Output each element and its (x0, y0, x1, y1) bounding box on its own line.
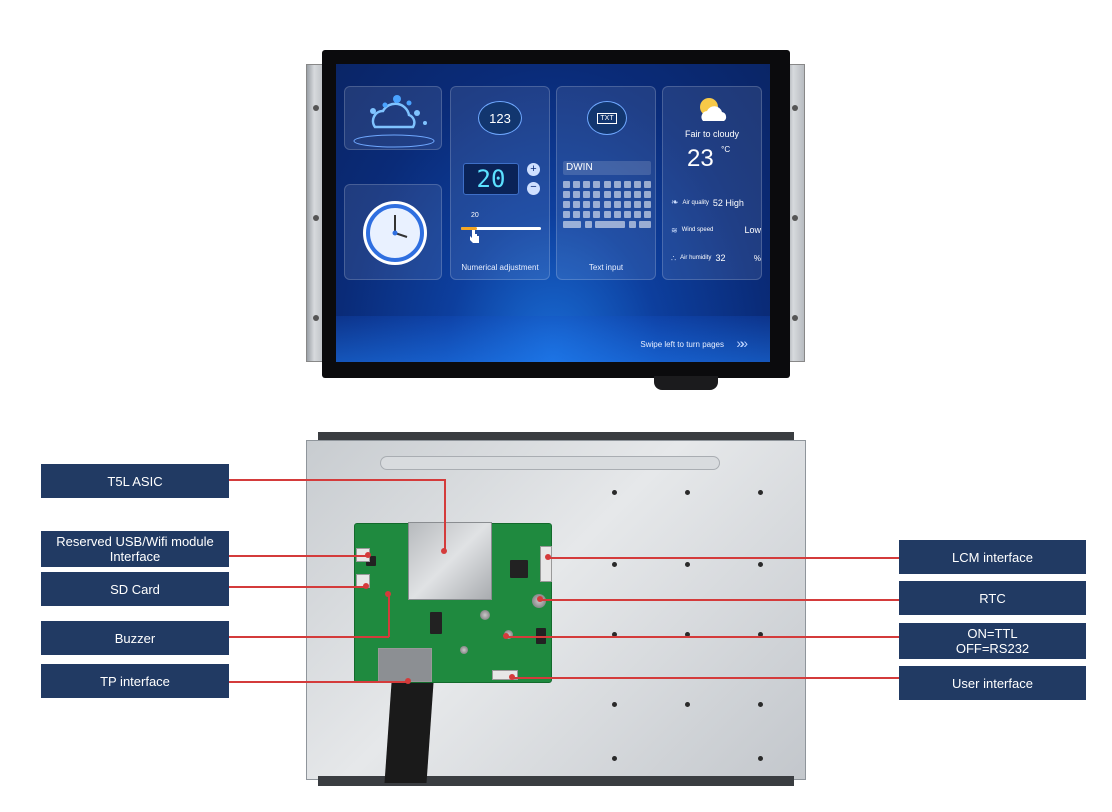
wind-speed-row: ≋ Wind speed Low (671, 225, 761, 235)
label-sd-card-text: SD Card (110, 581, 160, 597)
callout-line (229, 636, 389, 638)
humidity-icon: ∴ (671, 253, 677, 263)
txt-icon-text: TXT (597, 112, 617, 124)
callout-dot (405, 678, 411, 684)
weather-condition: Fair to cloudy (684, 129, 740, 139)
callout-dot (365, 552, 371, 558)
callout-line (229, 681, 409, 683)
air-quality-label: Air quality (682, 199, 709, 206)
callout-dot (441, 548, 447, 554)
callout-dot (537, 596, 543, 602)
numbers-icon-text: 123 (489, 110, 511, 126)
air-quality-value: 52 High (712, 197, 744, 208)
weather-card[interactable]: Fair to cloudy 23 °C ❧ Air quality 52 Hi… (662, 86, 762, 280)
slider-fill (461, 227, 477, 230)
label-ttl-line1: ON=TTL (967, 626, 1018, 641)
label-ttl-line2: OFF=RS232 (955, 641, 1030, 656)
lcm-connector (540, 546, 552, 582)
text-input-label: Text input (588, 263, 624, 272)
wind-icon: ≋ (671, 225, 678, 235)
label-ttl-rs232: ON=TTL OFF=RS232 (899, 623, 1086, 659)
screen-bottom-band (336, 316, 770, 362)
callout-line (548, 557, 900, 559)
label-tp-interface-text: TP interface (100, 673, 170, 689)
air-humidity-label: Air humidity (680, 255, 712, 261)
label-rtc: RTC (899, 581, 1086, 615)
text-input-card[interactable]: TXT DWIN Text input (556, 86, 656, 280)
air-humidity-row: ∴ Air humidity 32 % (671, 253, 761, 263)
tp-ribbon-cable (384, 683, 434, 783)
callout-line (388, 594, 390, 637)
capacitor (480, 610, 490, 620)
chevron-right-icon: »» (736, 335, 747, 351)
partly-cloudy-icon (700, 98, 727, 121)
slider-value: 20 (471, 212, 479, 219)
tp-connector (378, 648, 432, 682)
ic-chip (430, 612, 442, 634)
numeric-display: 20 (463, 163, 519, 195)
numerical-adjustment-card[interactable]: 123 20 + − 20 Numerical adjustment (450, 86, 550, 280)
air-quality-row: ❧ Air quality 52 High (671, 197, 761, 208)
callout-line (512, 677, 900, 679)
ic-chip (366, 556, 376, 566)
label-buzzer-text: Buzzer (114, 630, 156, 646)
callout-line (229, 586, 367, 588)
rear-connector (654, 376, 718, 390)
clock-icon (363, 201, 427, 265)
callout-dot (503, 633, 509, 639)
leaf-icon: ❧ (671, 197, 679, 207)
callout-line (444, 479, 446, 551)
hand-pointer-icon (470, 230, 479, 243)
back-frame-bottom (318, 776, 794, 786)
label-tp-interface: TP interface (41, 664, 229, 698)
label-t5l-asic: T5L ASIC (41, 464, 229, 498)
label-user-interface: User interface (899, 666, 1086, 700)
cloud-card[interactable] (344, 86, 442, 150)
cloud-network-icon (353, 95, 435, 148)
user-connector (492, 670, 518, 680)
temperature-value: 23 (687, 145, 714, 172)
label-t5l-asic-text: T5L ASIC (107, 473, 163, 489)
t5l-asic-shield (408, 522, 492, 600)
label-lcm-interface: LCM interface (899, 540, 1086, 574)
ic-chip (510, 560, 528, 578)
decrement-button[interactable]: − (527, 182, 540, 195)
label-buzzer: Buzzer (41, 621, 229, 655)
capacitor (460, 646, 468, 654)
callout-line (229, 555, 369, 557)
temperature-group: 23 °C (687, 145, 730, 173)
wind-speed-value: Low (744, 225, 761, 235)
stiffening-rib (380, 456, 720, 470)
swipe-hint[interactable]: Swipe left to turn pages (640, 340, 724, 349)
label-rtc-text: RTC (979, 590, 1006, 606)
label-sd-card: SD Card (41, 572, 229, 606)
air-humidity-value: 32 (715, 253, 726, 263)
callout-dot (509, 674, 515, 680)
numbers-icon: 123 (478, 101, 522, 135)
lcd-screen: 123 20 + − 20 Numerical adjustment TXT D… (336, 64, 770, 362)
label-reserved-usb: Reserved USB/Wifi module Interface (41, 531, 229, 567)
label-reserved-usb-text: Reserved USB/Wifi module Interface (56, 534, 214, 564)
callout-line (229, 479, 445, 481)
callout-line (540, 599, 900, 601)
label-user-interface-text: User interface (952, 675, 1033, 691)
callout-line (506, 636, 900, 638)
callout-dot (385, 591, 391, 597)
value-slider[interactable] (461, 227, 541, 230)
temperature-unit: °C (721, 145, 731, 154)
on-screen-keyboard[interactable] (563, 181, 651, 241)
numeric-value: 20 (476, 165, 506, 193)
callout-dot (363, 583, 369, 589)
text-input-value: DWIN (566, 162, 593, 173)
label-lcm-interface-text: LCM interface (952, 549, 1033, 565)
clock-card[interactable] (344, 184, 442, 280)
text-input-field[interactable]: DWIN (563, 161, 651, 175)
txt-icon: TXT (587, 101, 627, 135)
numerical-adjustment-label: Numerical adjustment (461, 263, 539, 272)
increment-button[interactable]: + (527, 163, 540, 176)
callout-dot (545, 554, 551, 560)
wind-speed-label: Wind speed (681, 227, 714, 233)
air-humidity-unit: % (753, 253, 761, 263)
